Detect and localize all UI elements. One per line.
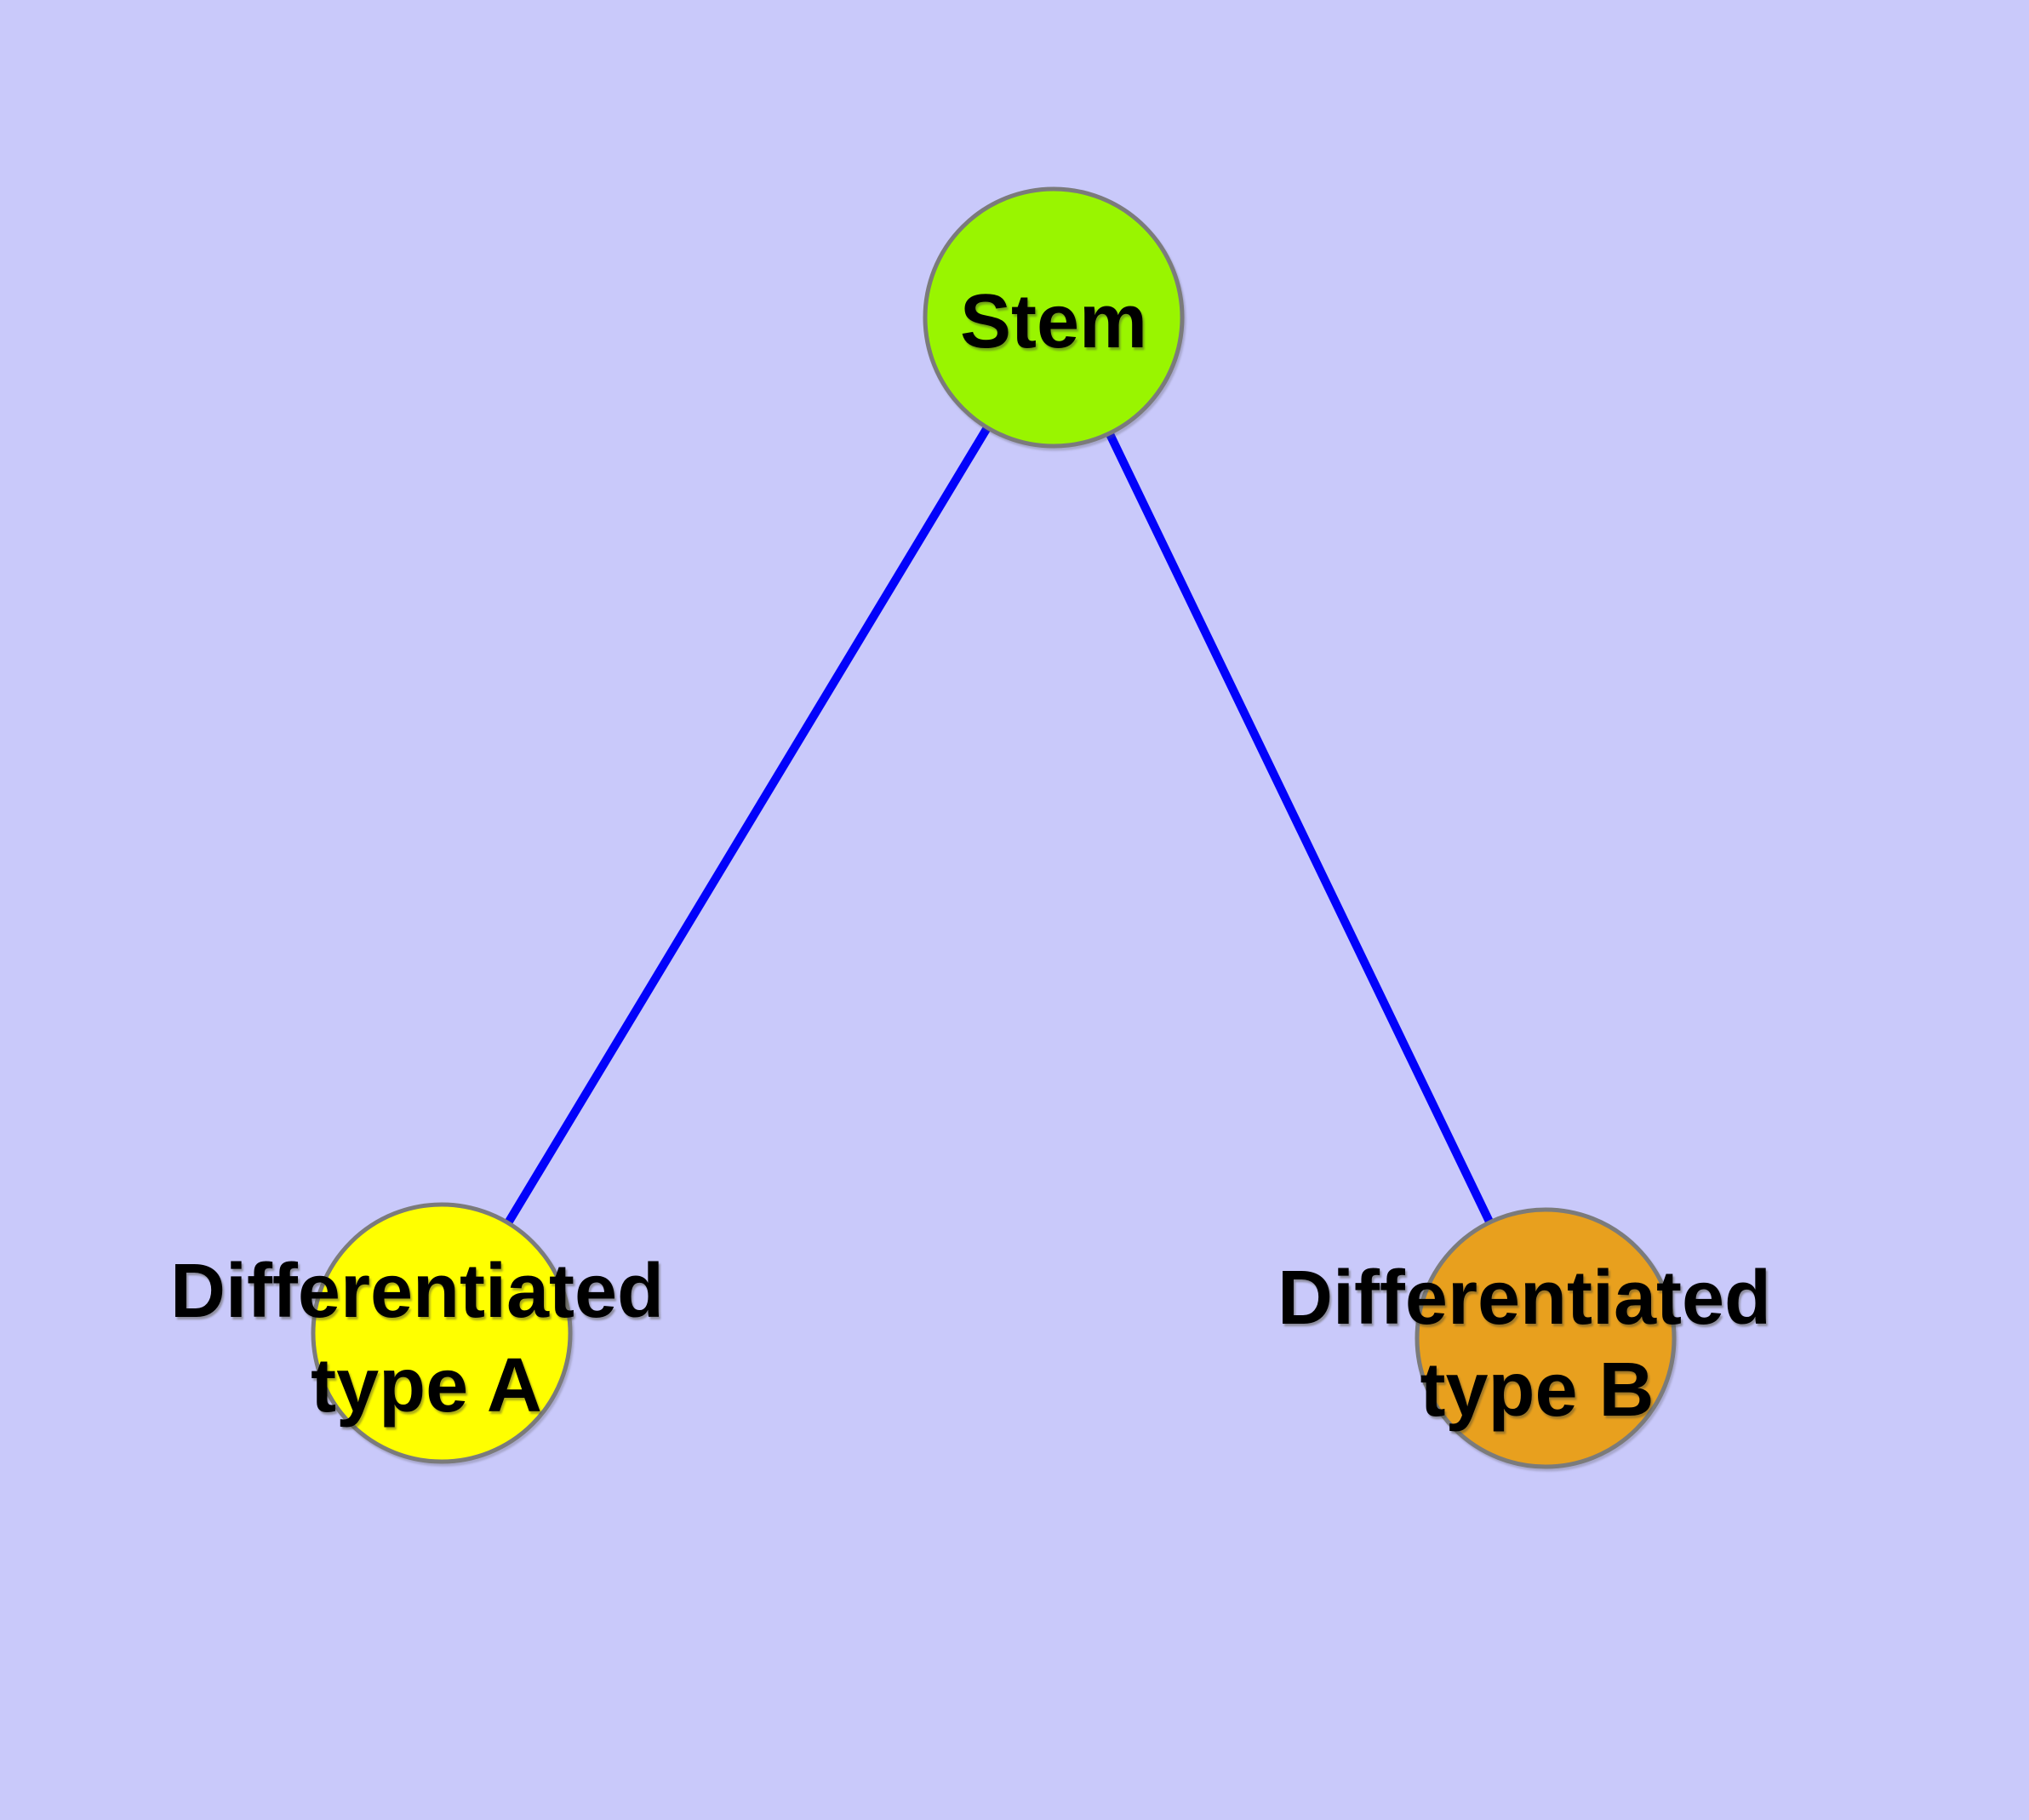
node-differentiated-type-a-label-line2: type A	[311, 1343, 542, 1428]
node-stem-shape	[923, 186, 1185, 449]
node-differentiated-type-a: Differentiated type A	[170, 1202, 664, 1464]
edge-stem-to-type-a	[437, 315, 1058, 1336]
node-differentiated-type-b-label-line2: type B	[1420, 1348, 1654, 1433]
node-differentiated-type-b: Differentiated type B	[1277, 1207, 1771, 1469]
node-differentiated-type-a-shape	[311, 1202, 573, 1464]
node-stem-label: Stem	[960, 279, 1147, 364]
node-stem: Stem	[923, 186, 1185, 449]
node-differentiated-type-a-label-line1: Differentiated	[170, 1249, 664, 1334]
edge-stem-to-type-b	[1049, 315, 1550, 1341]
node-differentiated-type-b-shape	[1415, 1207, 1677, 1469]
node-differentiated-type-b-label-line1: Differentiated	[1277, 1256, 1771, 1341]
